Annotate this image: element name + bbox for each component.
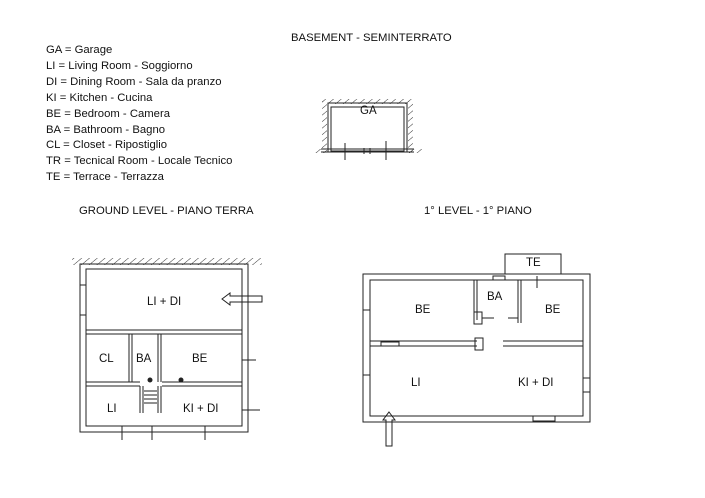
room-label-li: LI bbox=[107, 403, 117, 415]
ground-level-title: GROUND LEVEL - PIANO TERRA bbox=[79, 205, 254, 217]
earth-hatch bbox=[72, 258, 262, 265]
room-label-ga: GA bbox=[360, 105, 377, 117]
ground-level-plan bbox=[72, 258, 263, 440]
room-label-be-left: BE bbox=[415, 304, 431, 316]
entrance-arrow-icon bbox=[382, 411, 396, 447]
legend-item-technical-room: TR = Tecnical Room - Locale Tecnico bbox=[46, 155, 233, 168]
legend-item-bedroom: BE = Bedroom - Camera bbox=[46, 107, 171, 120]
room-label-te: TE bbox=[526, 257, 541, 269]
room-label-ki-di: KI + DI bbox=[518, 377, 553, 389]
basement-plan bbox=[314, 99, 424, 160]
room-label-ba: BA bbox=[136, 353, 152, 365]
legend-item-closet: CL = Closet - Ripostiglio bbox=[46, 139, 168, 152]
room-label-be-right: BE bbox=[545, 304, 561, 316]
legend-item-dining-room: DI = Dining Room - Sala da pranzo bbox=[46, 75, 222, 88]
legend-item-terrace: TE = Terrace - Terrazza bbox=[46, 171, 164, 184]
room-label-be: BE bbox=[192, 353, 208, 365]
entrance-arrow-icon bbox=[221, 292, 263, 306]
legend-item-kitchen: KI = Kitchen - Cucina bbox=[46, 91, 153, 104]
first-level-plan bbox=[362, 253, 591, 447]
room-label-ki-di: KI + DI bbox=[183, 403, 218, 415]
basement-title: BASEMENT - SEMINTERRATO bbox=[291, 32, 452, 44]
room-label-ba: BA bbox=[487, 291, 503, 303]
legend: GA = Garage LI = Living Room - Soggiorno… bbox=[46, 43, 232, 186]
legend-item-living-room: LI = Living Room - Soggiorno bbox=[46, 59, 193, 72]
first-level-title: 1° LEVEL - 1° PIANO bbox=[424, 205, 532, 217]
room-label-li-di: LI + DI bbox=[147, 296, 181, 308]
room-label-li: LI bbox=[411, 377, 421, 389]
legend-item-garage: GA = Garage bbox=[46, 44, 113, 56]
earth-hatch bbox=[322, 99, 412, 104]
room-label-cl: CL bbox=[99, 353, 114, 365]
legend-item-bathroom: BA = Bathroom - Bagno bbox=[46, 123, 166, 136]
